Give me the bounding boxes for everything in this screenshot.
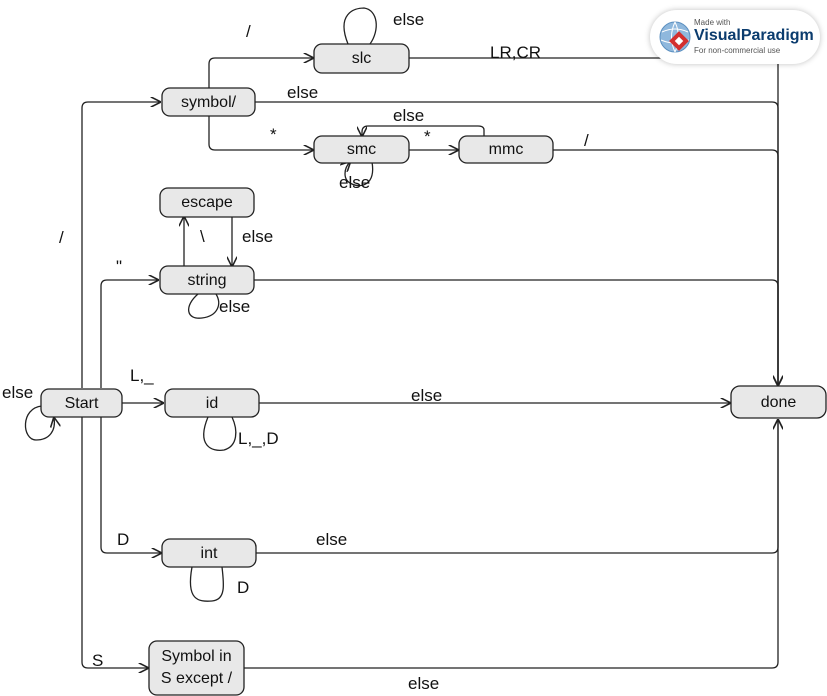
state-mmc: mmc (458, 135, 554, 164)
edge-smc-self (345, 162, 374, 187)
edge-symbol-to-smc (208, 116, 313, 150)
state-start: Start (40, 388, 123, 418)
visual-paradigm-badge: Made with VisualParadigm For non-commerc… (650, 10, 820, 64)
label-symbol-in-to-done: else (408, 674, 439, 693)
state-slc: slc (313, 43, 410, 74)
edge-int-self (189, 566, 225, 602)
state-done: done (730, 385, 827, 419)
label-symbol-to-slc: / (246, 22, 251, 41)
label-string-to-escape: \ (200, 227, 205, 246)
label-start-to-string: " (116, 257, 122, 276)
label-int-self: D (237, 578, 249, 597)
svg-text:smc: smc (347, 141, 376, 158)
label-id-to-done: else (411, 386, 442, 405)
edge-symbol-to-slc (208, 58, 313, 88)
badge-note: For non-commercial use (694, 46, 781, 55)
edge-slc-to-done (409, 57, 778, 385)
label-id-self: L,_,D (238, 429, 279, 448)
edge-id-self (203, 416, 237, 451)
label-escape-to-string: else (242, 227, 273, 246)
state-escape: escape (159, 187, 255, 218)
svg-text:id: id (206, 395, 218, 412)
edge-start-to-int (100, 417, 161, 553)
label-mmc-to-smc: else (393, 106, 424, 125)
label-start-self: else (2, 383, 33, 402)
svg-text:done: done (761, 394, 797, 411)
edge-start-to-string (100, 280, 158, 388)
label-smc-self: else (339, 173, 370, 192)
label-symbol-to-smc: * (270, 125, 277, 144)
label-start-to-symbol: / (59, 228, 64, 247)
edge-symbol-in-to-done (244, 420, 778, 669)
svg-text:Start: Start (65, 395, 99, 412)
edge-start-to-symbol-in (81, 417, 148, 668)
label-mmc-to-done: / (584, 131, 589, 150)
svg-text:mmc: mmc (489, 141, 524, 158)
badge-made-with: Made with (694, 18, 731, 27)
label-slc-to-done: LR,CR (490, 43, 541, 62)
edge-string-to-done (254, 279, 778, 385)
state-int: int (161, 538, 257, 568)
svg-text:Symbol in: Symbol in (161, 648, 231, 665)
state-id: id (164, 388, 260, 418)
edge-mmc-to-done (553, 149, 778, 385)
state-smc: smc (313, 135, 410, 164)
edge-mmc-to-smc (362, 125, 485, 136)
svg-text:S except /: S except / (161, 670, 233, 687)
label-start-to-int: D (117, 530, 129, 549)
label-start-to-symbol-in: S (92, 651, 103, 670)
label-symbol-to-done: else (287, 83, 318, 102)
svg-text:escape: escape (181, 194, 233, 211)
badge-brand: VisualParadigm (694, 27, 814, 44)
edge-slc-self (343, 7, 377, 45)
svg-text:slc: slc (352, 50, 372, 67)
label-string-self: else (219, 297, 250, 316)
state-symbol-in: Symbol in S except / (148, 640, 245, 696)
label-int-to-done: else (316, 530, 347, 549)
label-smc-to-mmc: * (424, 127, 431, 146)
edge-start-self (24, 405, 54, 441)
state-string: string (159, 265, 255, 295)
state-symbol: symbol/ (161, 87, 256, 117)
svg-text:symbol/: symbol/ (181, 94, 237, 111)
edge-start-to-symbol (81, 102, 160, 388)
visual-paradigm-logo-icon (659, 21, 691, 53)
label-slc-self: else (393, 10, 424, 29)
svg-text:string: string (187, 272, 226, 289)
label-start-to-id: L,_ (130, 366, 154, 385)
edge-string-self (188, 293, 220, 319)
svg-text:int: int (201, 545, 218, 562)
